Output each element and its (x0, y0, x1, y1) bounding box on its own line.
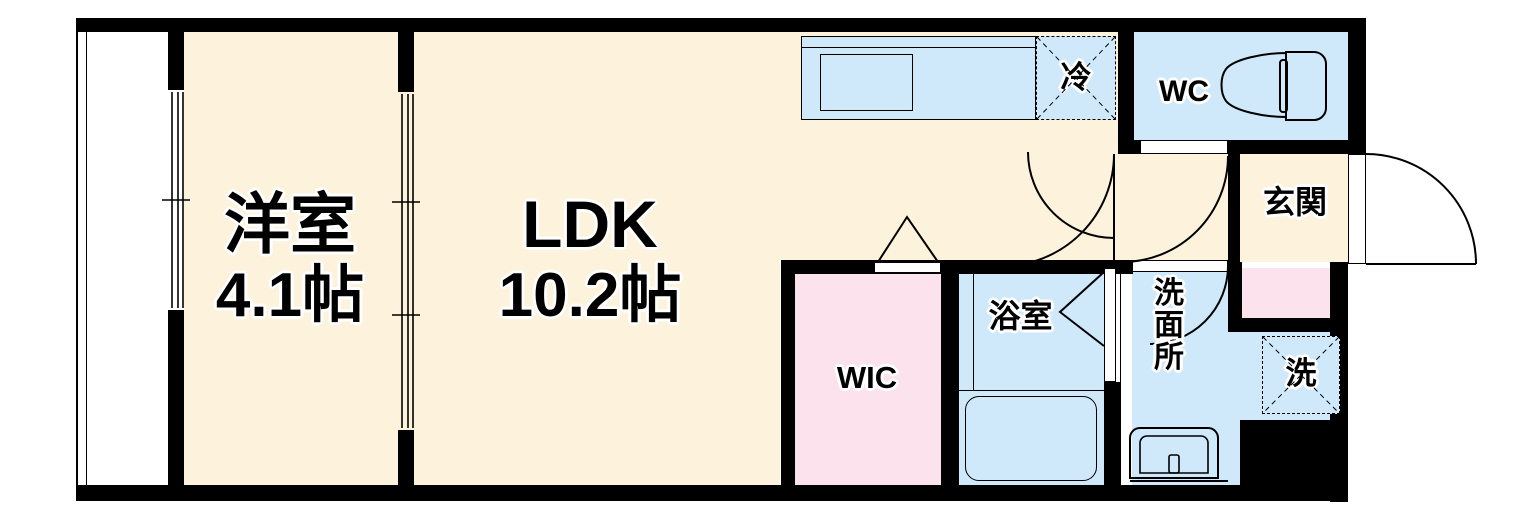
wall-balcony-washitsu-top (168, 30, 184, 90)
balcony-rail-outer (76, 30, 78, 485)
wall-washer-bottom (1240, 420, 1346, 485)
wic-door-gap[interactable] (874, 262, 941, 273)
wall-balcony-washitsu-bottom (168, 310, 184, 485)
wall-top-left (76, 18, 1366, 32)
room-wic (793, 272, 941, 485)
wall-washitsu-ldk-bottom (398, 430, 414, 485)
wall-right-entrance-jamb (1348, 150, 1366, 154)
washroom-outline (1120, 262, 1240, 485)
wall-kitchen-right (1118, 30, 1134, 152)
wall-shoebox-left (1228, 262, 1242, 332)
room-hall (1015, 150, 1240, 262)
bath-wall-hairline (973, 272, 974, 390)
room-ldk (398, 30, 780, 485)
room-balcony (76, 30, 182, 485)
room-sliding-door-gap[interactable] (398, 92, 414, 430)
wall-shoebox-bottom (1228, 318, 1348, 332)
balcony-rail-inner (86, 30, 87, 485)
wall-hall-entrance (1228, 154, 1240, 262)
balcony-window-gap[interactable] (168, 90, 184, 310)
washing-machine-space (1262, 336, 1340, 414)
bathtub (965, 396, 1097, 481)
wall-bottom (76, 485, 1346, 501)
wall-wic-bath (941, 260, 959, 485)
refrigerator-space (1036, 36, 1116, 120)
room-washitsu (182, 30, 398, 485)
washroom-door-gap[interactable] (1132, 260, 1228, 272)
bath-washzone-divider (959, 390, 1104, 391)
kitchen-sink (820, 54, 913, 111)
toilet-fixture (1222, 50, 1332, 120)
entrance-door-gap[interactable] (1348, 154, 1366, 264)
wall-washitsu-ldk-top (398, 30, 414, 92)
wall-wic-left (781, 260, 795, 485)
wall-bath-washroom (1104, 382, 1120, 485)
wc-door-gap[interactable] (1140, 140, 1228, 154)
bath-door-gap[interactable] (1104, 268, 1116, 382)
kitchen-counter-backsplash (801, 47, 1036, 48)
room-entrance (1240, 152, 1350, 262)
shoe-closet (1242, 268, 1340, 323)
wall-right-upper (1348, 18, 1366, 154)
